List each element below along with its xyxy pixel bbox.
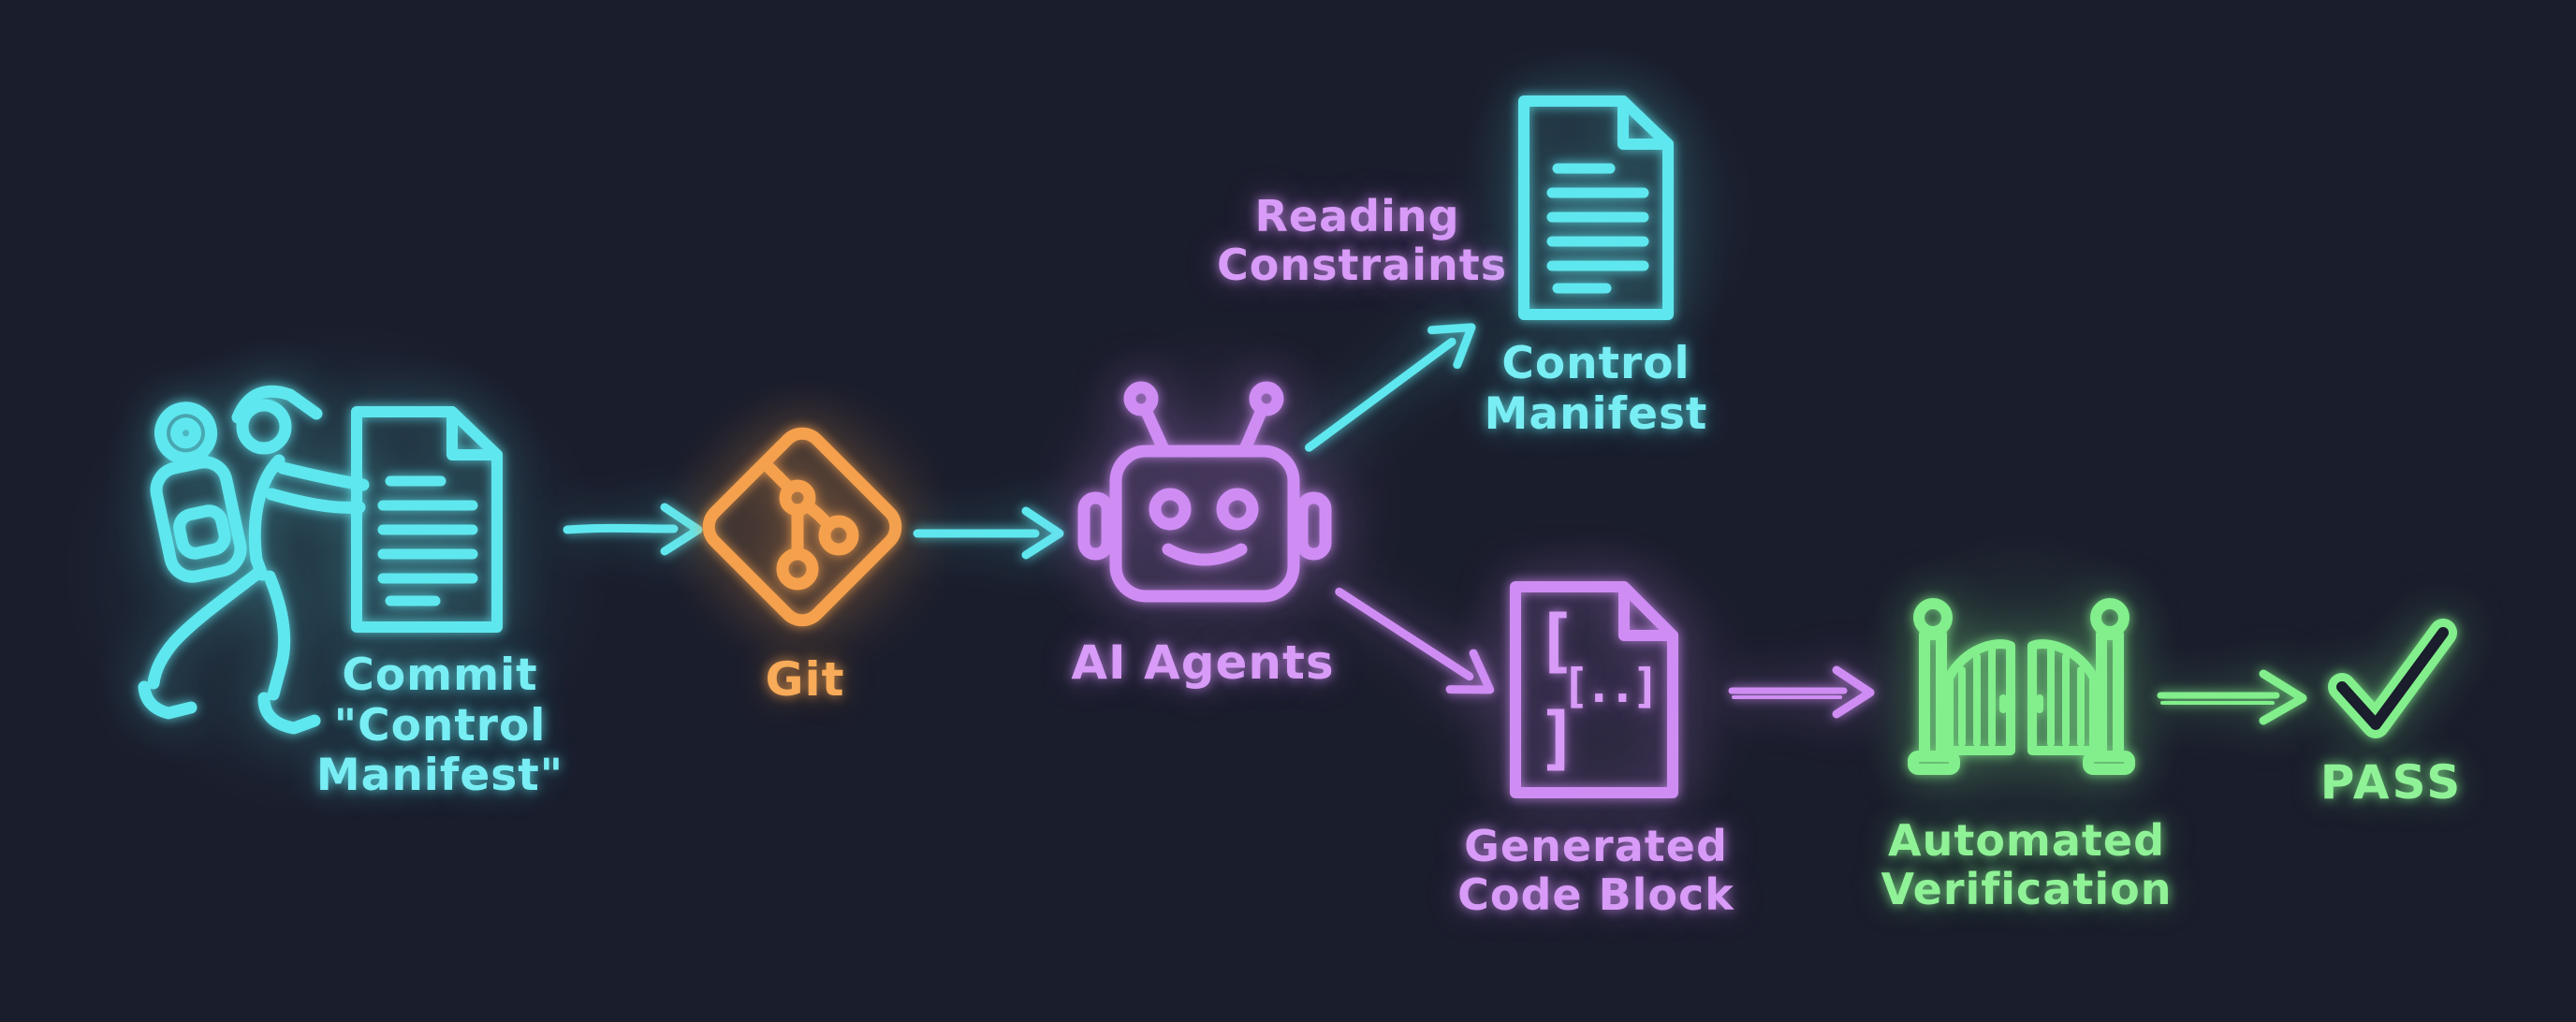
committer-label-line3: Manifest" [315, 750, 564, 802]
gate-label-line1: Automated [1887, 815, 2166, 866]
git-diamond-icon [702, 427, 902, 627]
verification-gate-icon [1908, 598, 2135, 775]
code-label: Generated Code Block [1456, 822, 1736, 920]
arrow-gate-to-pass [2157, 669, 2307, 725]
reading-constraints-line2: Constraints [1217, 240, 1508, 291]
committer-label: Commit "Control Manifest" [281, 650, 599, 801]
code-label-line2: Code Block [1457, 869, 1734, 921]
code-label-line1: Generated [1464, 821, 1728, 871]
pass-label: PASS [2303, 756, 2481, 810]
manifest-label-line2: Manifest [1484, 387, 1708, 440]
git-label-text: Git [765, 652, 845, 707]
pass-label-text: PASS [2320, 755, 2464, 810]
gate-label-line2: Verification [1881, 864, 2173, 915]
committer-label-line1: Commit [342, 650, 538, 701]
reading-constraints-line1: Reading [1254, 191, 1460, 241]
manifest-document-icon [1518, 95, 1674, 320]
arrow-git-to-ai [913, 506, 1064, 560]
checkmark-icon [2328, 619, 2457, 738]
arrow-ai-to-manifest [1304, 323, 1476, 452]
committer-label-line2: "Control [333, 699, 547, 752]
arrow-ai-to-code [1335, 587, 1495, 694]
arrow-commit-to-git [563, 503, 703, 556]
code-bracket-mid: [..] [1561, 659, 1660, 713]
edge-label-reading-constraints: Reading Constraints [1217, 191, 1508, 291]
code-file-icon [1510, 581, 1678, 798]
robot-head-icon [1077, 381, 1332, 603]
manifest-label-line1: Control [1501, 338, 1690, 389]
ai-agents-label: AI Agents [1062, 636, 1343, 690]
ai-agents-label-text: AI Agents [1071, 635, 1335, 690]
gate-label: Automated Verification [1872, 816, 2181, 914]
hiker-pushing-icon [138, 385, 370, 735]
arrow-code-to-gate [1728, 665, 1875, 719]
code-bracket-top: [ [1535, 601, 1577, 681]
manifest-label: Control Manifest [1465, 339, 1727, 439]
commit-document-icon [351, 406, 503, 633]
git-label: Git [721, 653, 889, 707]
code-bracket-bottom: ] [1537, 698, 1579, 779]
